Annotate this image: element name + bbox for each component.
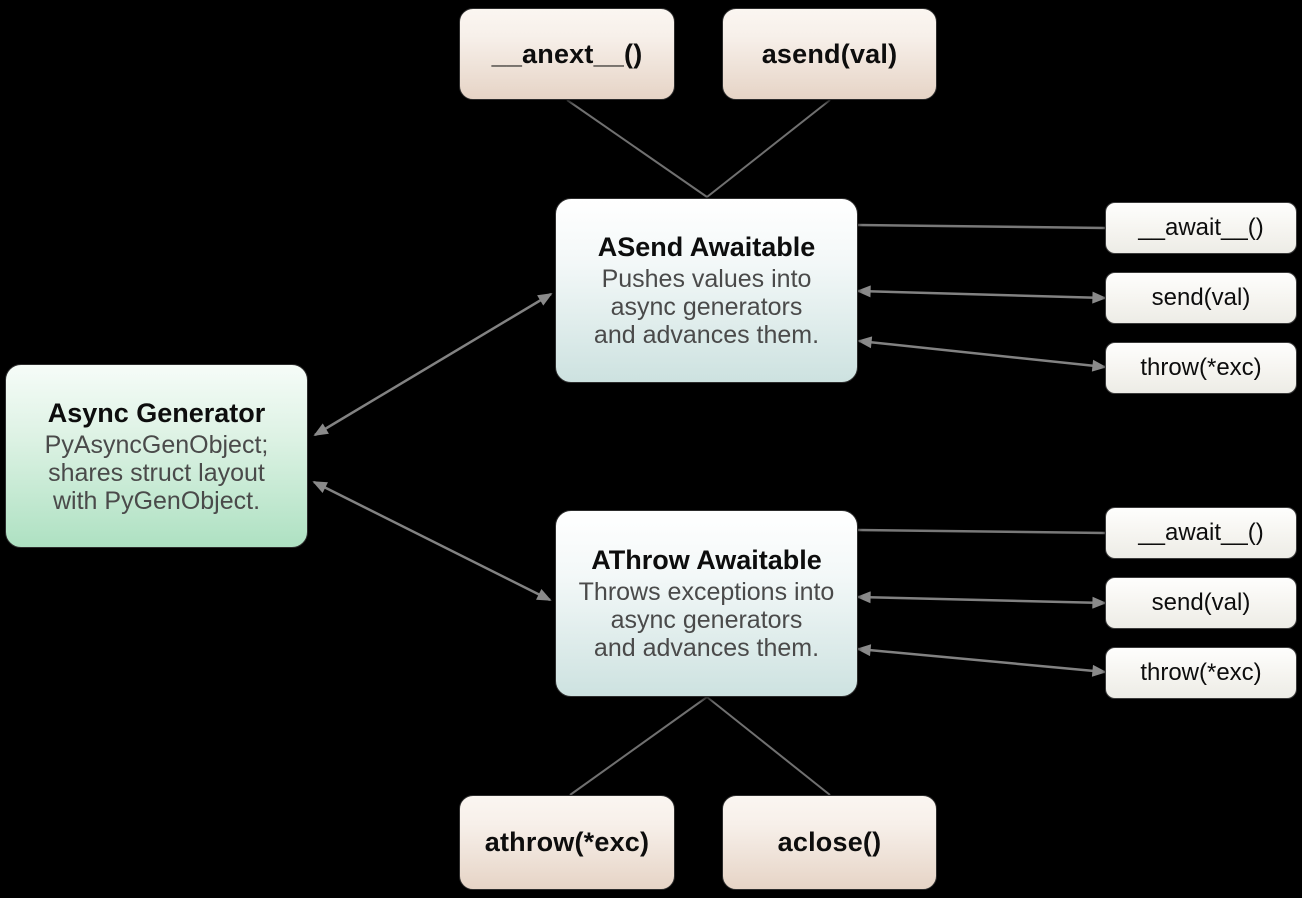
node-asend-awaitable: ASend Awaitable Pushes values into async…	[555, 198, 858, 383]
connector-asend-awaitable-to-send-top	[856, 285, 1107, 304]
connector-async-generator-to-athrow-awaitable	[312, 480, 552, 602]
connector-athrow-awaitable-to-throw-bottom	[856, 644, 1107, 677]
node-send-bottom: send(val)	[1105, 577, 1297, 629]
node-await-bottom-label: __await__()	[1138, 519, 1264, 546]
connector-athrow-awaitable-to-send-bottom	[856, 591, 1107, 609]
node-aclose: aclose()	[722, 795, 937, 890]
node-asend: asend(val)	[722, 8, 937, 100]
connector-athrow-awaitable-to-await-bottom	[857, 528, 1106, 535]
node-anext-label: __anext__()	[491, 38, 643, 69]
node-async-generator-body: PyAsyncGenObject; shares struct layout w…	[44, 430, 269, 515]
connector-athrow-awaitable-to-aclose	[706, 696, 831, 796]
node-await-top: __await__()	[1105, 202, 1297, 254]
node-athrow-awaitable: AThrow Awaitable Throws exceptions into …	[555, 510, 858, 697]
node-send-top-label: send(val)	[1151, 284, 1251, 311]
node-aclose-label: aclose()	[777, 827, 882, 857]
node-throw-bottom: throw(*exc)	[1105, 647, 1297, 699]
node-send-top: send(val)	[1105, 272, 1297, 324]
node-throw-top: throw(*exc)	[1105, 342, 1297, 394]
node-athrow-method: athrow(*exc)	[459, 795, 675, 890]
node-asend-label: asend(val)	[761, 38, 898, 69]
connector-athrow-awaitable-to-athrow-method	[569, 696, 708, 796]
node-throw-top-label: throw(*exc)	[1140, 354, 1262, 381]
connector-asend-awaitable-to-await-top	[857, 223, 1106, 230]
node-await-bottom: __await__()	[1105, 507, 1297, 559]
node-send-bottom-label: send(val)	[1151, 589, 1251, 616]
node-asend-awaitable-body: Pushes values into async generators and …	[593, 265, 820, 349]
connector-asend-to-asend-awaitable	[706, 99, 831, 198]
node-asend-awaitable-title: ASend Awaitable	[597, 232, 816, 262]
node-await-top-label: __await__()	[1138, 214, 1264, 241]
node-athrow-method-label: athrow(*exc)	[484, 827, 650, 857]
node-athrow-awaitable-title: AThrow Awaitable	[591, 545, 822, 575]
node-async-generator-title: Async Generator	[47, 397, 266, 428]
node-async-generator: Async Generator PyAsyncGenObject; shares…	[5, 364, 308, 548]
node-throw-bottom-label: throw(*exc)	[1140, 659, 1262, 686]
connector-asend-awaitable-to-throw-top	[857, 336, 1107, 372]
connector-asend-awaitable-to-async-generator	[313, 292, 553, 437]
node-anext: __anext__()	[459, 8, 675, 100]
node-athrow-awaitable-body: Throws exceptions into async generators …	[578, 578, 835, 662]
connector-anext-to-asend-awaitable	[566, 99, 708, 198]
